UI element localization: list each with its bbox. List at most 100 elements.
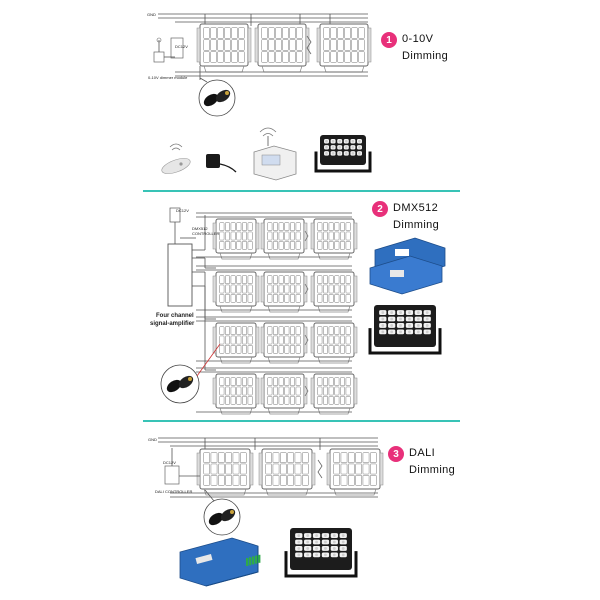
fixture-led-cell <box>287 463 294 475</box>
plug-pin <box>225 91 229 95</box>
floodlight-led-core <box>344 139 348 143</box>
fixture-led-cell <box>219 345 225 354</box>
fixture-led-cell <box>317 377 323 386</box>
floodlight-led-core <box>297 540 301 544</box>
fixture-led-cell <box>273 294 278 303</box>
section-3-fixture-1 <box>196 448 254 496</box>
fixture-led-cell <box>317 294 323 303</box>
fixture-led-cell <box>284 396 290 405</box>
fixture-led-cell <box>242 241 247 250</box>
fixture-led-cell <box>290 284 295 294</box>
fixture-ear <box>303 222 308 250</box>
fixture-led-cell <box>219 386 225 396</box>
fixture-led-cell <box>333 463 340 475</box>
fixture-led-cell <box>225 241 230 250</box>
floodlight-led-core <box>331 152 335 155</box>
four-channel-amplifier-box <box>167 243 193 307</box>
floodlight-led-core <box>306 534 310 537</box>
fixture-bracket <box>317 356 351 364</box>
floodlight-led-core <box>341 547 345 550</box>
fixture-ear <box>310 326 315 354</box>
floodlight-led-core <box>416 330 420 334</box>
fixture-led-cell <box>231 51 238 63</box>
fixture-led-cell <box>333 475 340 486</box>
dali-label <box>195 554 213 564</box>
break-mark <box>317 459 323 479</box>
fixture-led-cell <box>330 51 337 63</box>
fixture-led-cell <box>334 335 340 345</box>
fixture-led-cell <box>340 294 345 303</box>
fixture-led-cell <box>236 241 242 250</box>
fixture-led-cell <box>280 475 287 486</box>
fixture-led-cell <box>323 39 330 51</box>
fixture-led-cell <box>247 396 253 405</box>
fixture-led-cell <box>225 377 230 386</box>
fixture-led-cell <box>273 275 278 284</box>
fixture-ear <box>326 452 331 486</box>
section-2-fixture <box>310 373 358 415</box>
fixture-led-cell <box>240 475 247 486</box>
fixture-ear <box>367 27 372 63</box>
fixture-led-cell <box>231 39 238 51</box>
fixture-led-cell <box>289 27 296 39</box>
fixture-led-cell <box>236 275 242 284</box>
fixture-led-cell <box>261 51 268 63</box>
fixture-led-cell <box>247 294 253 303</box>
fixture-led-cell <box>295 294 301 303</box>
fixture-led-cell <box>278 396 284 405</box>
floodlight-led-core <box>315 534 318 537</box>
fixture-led-cell <box>225 396 230 405</box>
fixture-led-cell <box>273 377 278 386</box>
fixture-led-cell <box>225 386 230 396</box>
fixture-led-cell <box>355 463 362 475</box>
fixture-ear <box>303 377 308 405</box>
section-1-power-label: DC12V <box>175 44 188 49</box>
fixture-led-cell <box>238 39 245 51</box>
fixture-bracket <box>203 65 245 73</box>
fixture-ear <box>303 326 308 354</box>
fixture-led-cell <box>242 275 247 284</box>
fixture-led-cell <box>345 222 351 231</box>
fixture-led-cell <box>265 463 272 475</box>
dali-terminal <box>258 554 261 563</box>
break-mark <box>304 283 309 295</box>
floodlight-led-core <box>297 553 301 557</box>
section-2-power-label: DC12V <box>176 208 189 213</box>
fixture-led-cell <box>340 284 345 294</box>
plug-left <box>166 379 182 393</box>
fixture-led-cell <box>284 377 290 386</box>
fixture-led-cell <box>290 294 295 303</box>
floodlight-led-core <box>341 540 345 544</box>
fixture-led-cell <box>317 222 323 231</box>
fixture-led-cell <box>355 475 362 486</box>
fixture-led-cell <box>238 51 245 63</box>
fixture-led-cell <box>219 222 225 231</box>
section-3-number-badge: 3 <box>388 446 404 462</box>
floodlight-led-core <box>358 139 361 143</box>
section-2-fixture <box>260 322 308 364</box>
fixture-led-cell <box>334 284 340 294</box>
fixture-led-cell <box>217 39 224 51</box>
fixture-led-cell <box>340 475 348 486</box>
fixture-led-cell <box>295 377 301 386</box>
fixture-led-cell <box>230 284 236 294</box>
fixture-led-cell <box>247 377 253 386</box>
section-divider-1 <box>143 190 460 192</box>
fixture-led-cell <box>236 231 242 241</box>
fixture-led-cell <box>272 452 280 463</box>
floodlight-led-core <box>390 311 394 314</box>
section-2-fixture <box>310 218 358 260</box>
section-3-floodlight-icon <box>284 528 358 578</box>
fixture-led-cell <box>230 396 236 405</box>
fixture-led-cell <box>334 386 340 396</box>
fixture-led-cell <box>230 275 236 284</box>
fixture-led-cell <box>278 241 284 250</box>
fixture-ear <box>212 377 217 405</box>
fixture-led-cell <box>267 275 273 284</box>
fixture-led-cell <box>278 284 284 294</box>
fixture-ear <box>255 326 260 354</box>
fixture-led-cell <box>210 475 218 486</box>
plug-pin <box>230 510 234 514</box>
fixture-led-cell <box>290 386 295 396</box>
fixture-led-cell <box>265 452 272 463</box>
